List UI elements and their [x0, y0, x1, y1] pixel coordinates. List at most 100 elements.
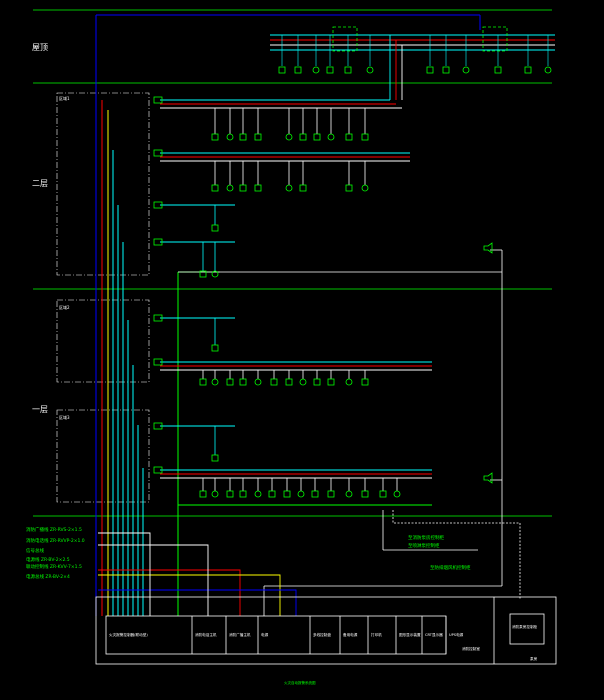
roof-junction-box — [332, 26, 358, 52]
device-rows — [153, 96, 401, 498]
device-box — [226, 490, 234, 498]
roof-wiring — [270, 34, 555, 100]
right-speakers — [483, 242, 493, 484]
device-box — [283, 490, 291, 498]
detector-icon — [345, 490, 353, 498]
device-box — [239, 184, 247, 192]
device-box — [254, 133, 262, 141]
feed-white-1 — [98, 532, 151, 616]
device-box — [379, 490, 387, 498]
dashed-feeder — [392, 510, 521, 600]
device-box — [426, 66, 434, 74]
floor-label-1f: 一层 — [32, 405, 48, 414]
detector-icon — [462, 66, 470, 74]
cabinet-cell-label: 备用电源 — [343, 632, 358, 637]
device-box — [294, 66, 302, 74]
device-box — [239, 133, 247, 141]
device-box — [299, 184, 307, 192]
device-box — [313, 133, 321, 141]
device-box — [327, 378, 335, 386]
cabinet-cells: 火灾报警控制器(联动型)消防电话主机消防广播主机电源多线控制盘备用电源打印机图形… — [109, 616, 464, 654]
device-box — [226, 378, 234, 386]
device-box — [442, 66, 450, 74]
main-trunk — [95, 14, 481, 616]
device-box — [211, 224, 219, 232]
device-box — [345, 184, 353, 192]
isolator-module-box — [153, 96, 163, 104]
detector-icon — [254, 378, 262, 386]
detector-icon — [211, 490, 219, 498]
cabinet-cell-label: 电源 — [261, 632, 269, 637]
cabinet-cell-label: UPS电源 — [449, 632, 464, 637]
control-room — [95, 596, 557, 665]
wire-label: 消防广播线 ZR-RVS-2×1.5 — [26, 526, 82, 533]
detector-icon — [285, 133, 293, 141]
floor-label-roof: 屋顶 — [32, 43, 48, 52]
panel-feeds — [98, 532, 297, 616]
device-box — [344, 66, 352, 74]
device-box — [361, 133, 369, 141]
side-box — [509, 613, 545, 645]
zone-label-3: 区域3 — [59, 414, 70, 420]
device-box — [326, 66, 334, 74]
detector-icon — [366, 66, 374, 74]
cabinet-cell-label: 多线控制盘 — [313, 632, 331, 637]
control-room-frame — [95, 596, 557, 665]
detector-icon — [226, 184, 234, 192]
device-box — [199, 378, 207, 386]
device-box — [254, 184, 262, 192]
device-box — [199, 490, 207, 498]
device-box — [311, 490, 319, 498]
detector-icon — [211, 378, 219, 386]
wire-label: 电源线 ZR-BV-2×2.5 — [26, 556, 70, 563]
detector-icon — [211, 270, 219, 278]
detector-icon — [226, 133, 234, 141]
device-box — [199, 270, 207, 278]
roof-junction-box — [482, 26, 508, 52]
roof-devices — [278, 26, 552, 74]
device-box — [239, 490, 247, 498]
zone-boxes — [56, 92, 150, 503]
isolator-module-box — [153, 466, 163, 474]
detector-icon — [544, 66, 552, 74]
speaker-icon — [483, 472, 493, 484]
control-room-label: 消防控制室 — [462, 646, 480, 651]
detector-icon — [299, 378, 307, 386]
1f-buses — [160, 317, 432, 506]
detector-icon — [285, 184, 293, 192]
device-box — [327, 490, 335, 498]
isolator-module-box — [153, 314, 163, 322]
device-box — [211, 454, 219, 462]
device-box — [211, 184, 219, 192]
device-box — [278, 66, 286, 74]
detector-icon — [393, 490, 401, 498]
zone-label-2: 区域2 — [59, 304, 70, 310]
isolator-module-box — [153, 238, 163, 246]
wire-label-group: 消防广播线 ZR-RVS-2×1.5 消防电话线 ZR-RVVP-2×1.0 信… — [26, 526, 85, 580]
detector-icon — [345, 378, 353, 386]
feed-yellow — [98, 574, 281, 616]
footer-label: 火灾自动报警系统图 — [284, 680, 316, 685]
right-feeders — [178, 249, 521, 616]
control-note: 至防排烟风机控制柜 — [430, 564, 471, 571]
device-box — [270, 378, 278, 386]
detector-icon — [297, 490, 305, 498]
device-box — [239, 378, 247, 386]
device-box — [361, 378, 369, 386]
2f-buses — [160, 99, 410, 273]
cabinet-frame — [105, 615, 447, 655]
detector-icon — [327, 133, 335, 141]
cabinet-cell-label: 消防广播主机 — [229, 632, 251, 637]
device-box — [285, 378, 293, 386]
feed-red — [98, 569, 241, 616]
wire-label: 电源总线 ZR-BV-2×4 — [26, 573, 70, 580]
detector-icon — [254, 490, 262, 498]
cabinet-cell-label: 打印机 — [371, 632, 382, 637]
isolator-module-box — [153, 201, 163, 209]
device-box — [313, 378, 321, 386]
device-box — [524, 66, 532, 74]
device-box — [494, 66, 502, 74]
cabinet-cell-label: 图形显示装置 — [399, 632, 421, 637]
side-box-label: 消防泵房控制柜 — [512, 624, 538, 629]
